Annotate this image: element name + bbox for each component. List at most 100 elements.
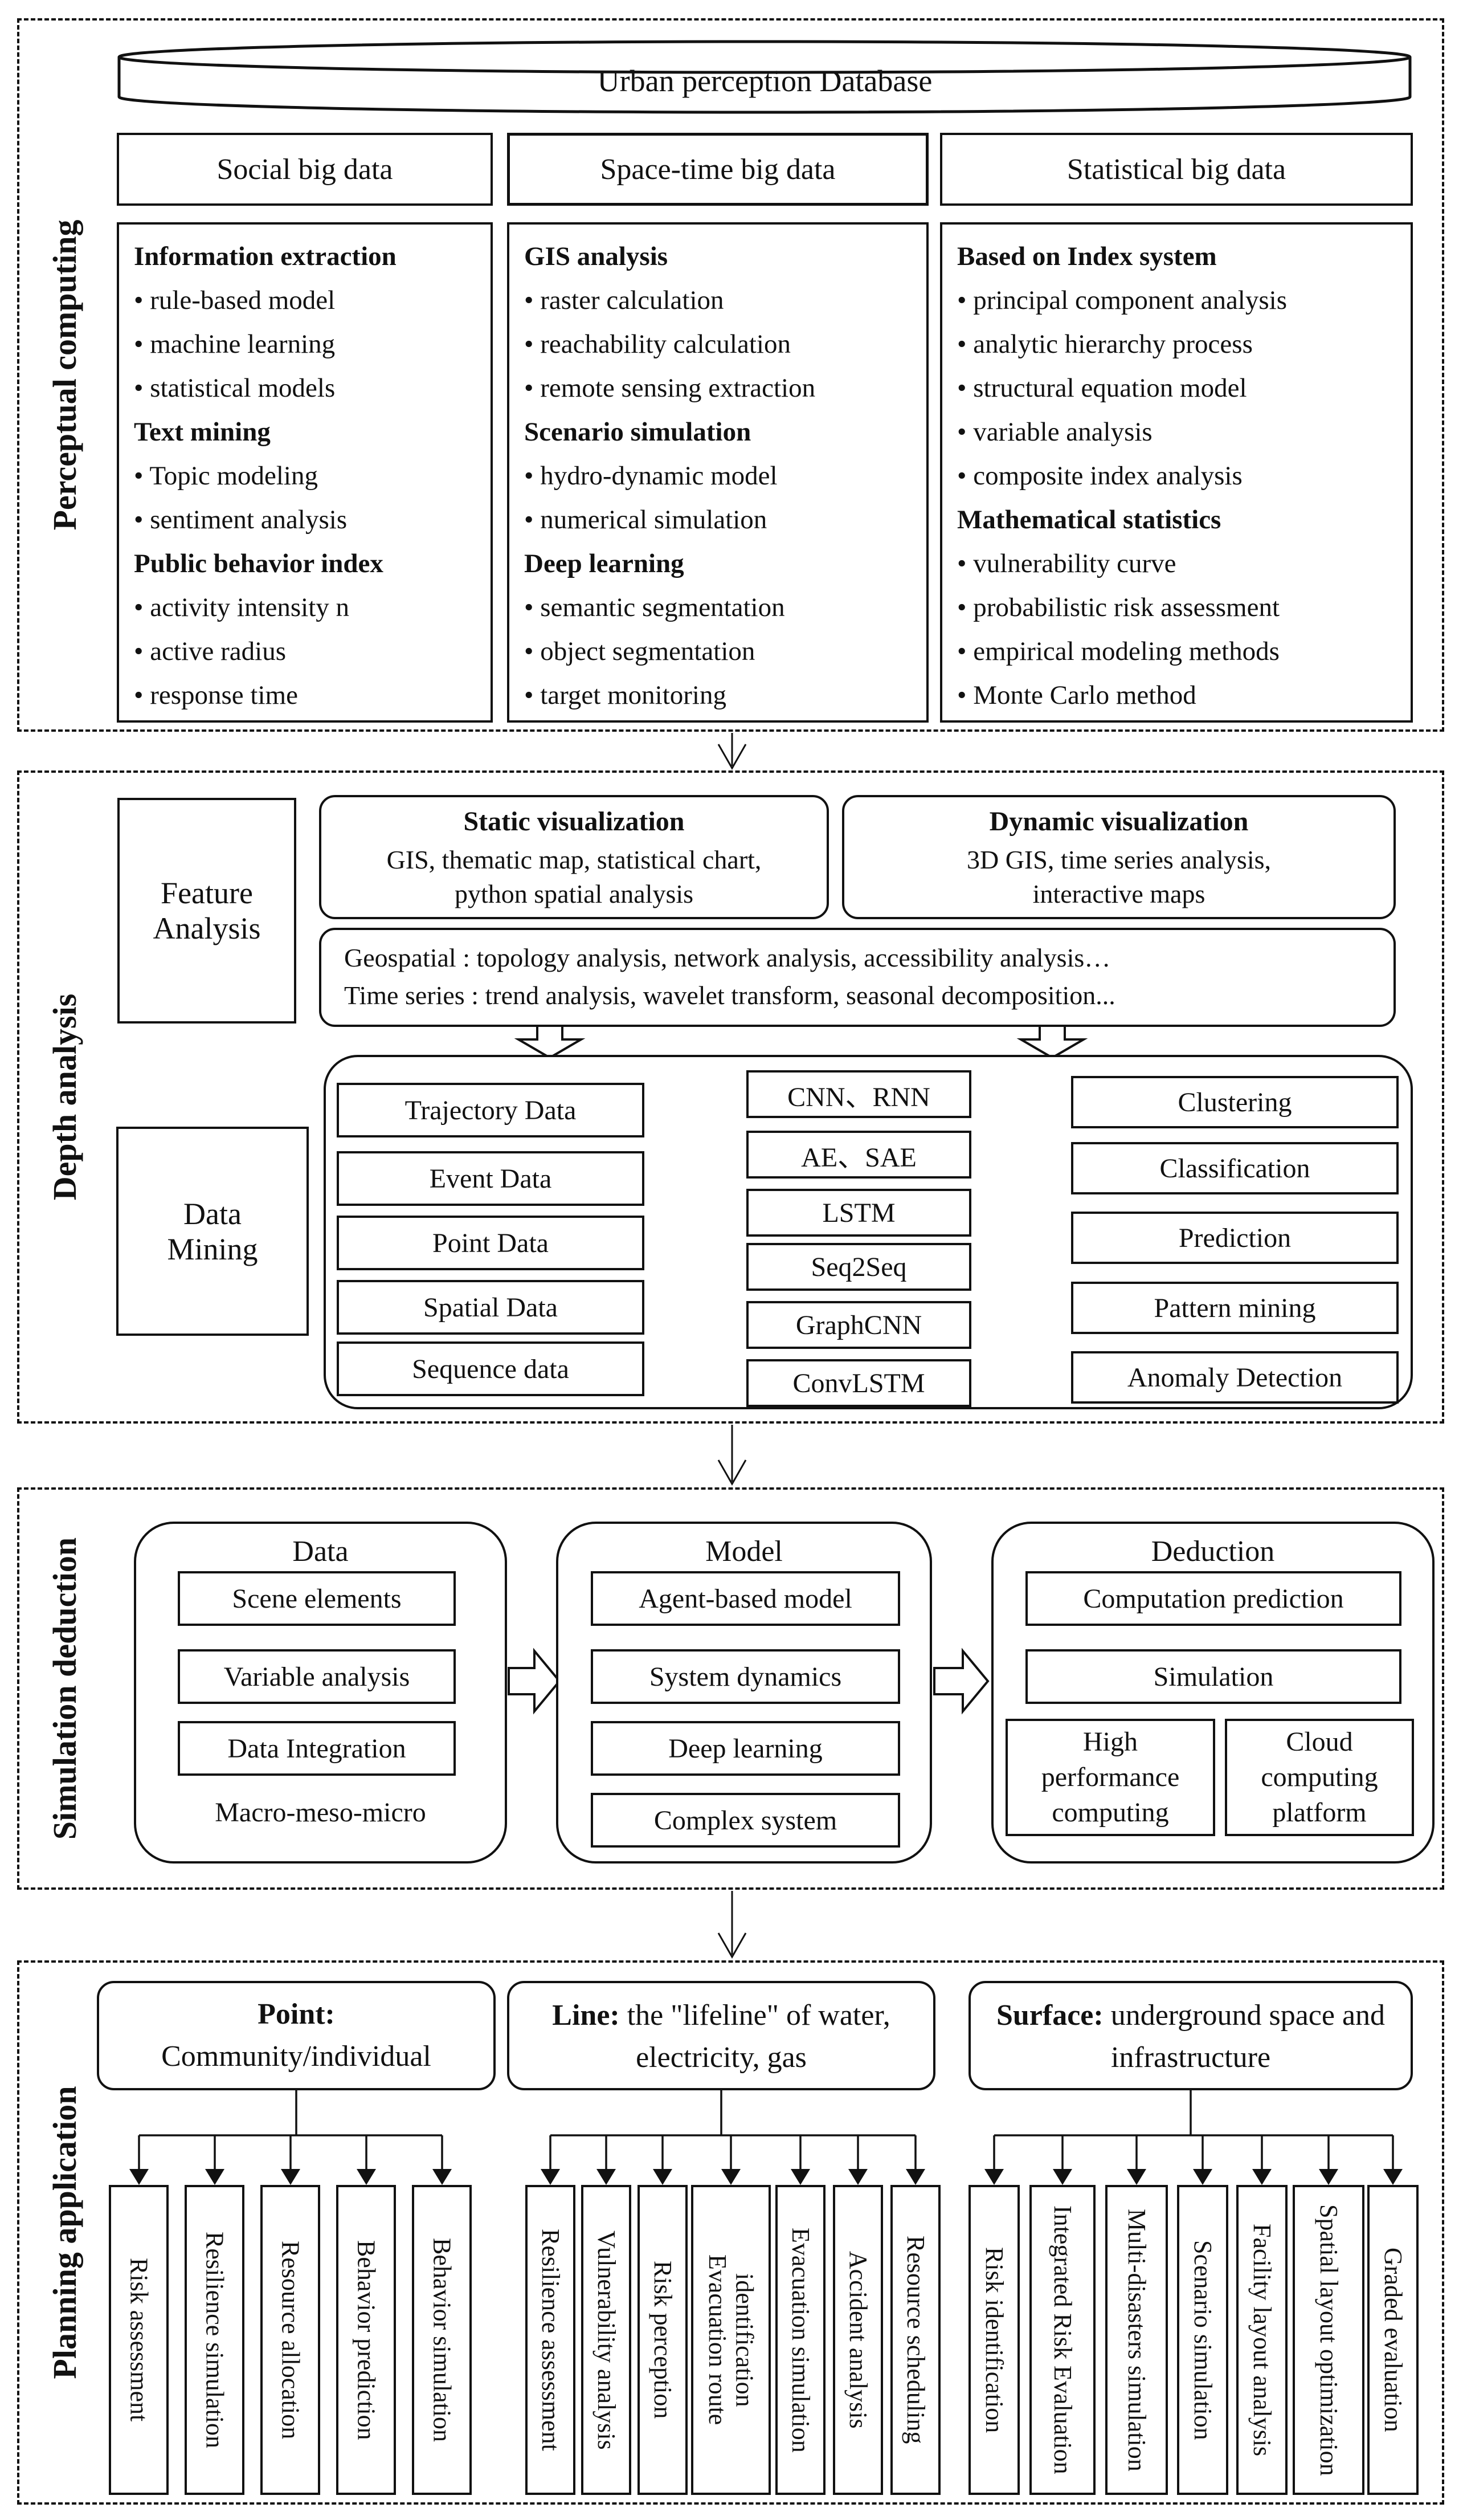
social-big-data-list: Information extraction • rule-based mode… [119, 225, 491, 717]
list-heading: Scenario simulation [524, 417, 751, 447]
model-item-system-dynamics: System dynamics [591, 1649, 900, 1704]
list-item: • numerical simulation [524, 505, 767, 535]
list-heading: Public behavior index [134, 549, 383, 578]
deduction-item-computation-prediction: Computation prediction [1025, 1571, 1401, 1626]
data-item-scene-elements: Scene elements [178, 1571, 456, 1626]
section-label-depth-analysis: Depth analysis [46, 993, 83, 1201]
list-item: • raster calculation [524, 286, 724, 315]
list-item: • active radius [134, 637, 287, 666]
planning-item: Resilience simulation [185, 2185, 244, 2495]
data-type-sequence: Sequence data [337, 1341, 644, 1396]
header-statistical-big-data: Statistical big data [940, 133, 1413, 206]
model-graphcnn: GraphCNN [746, 1301, 971, 1349]
flow-arrow-1-icon [717, 733, 747, 770]
planning-item: Resource allocation [260, 2185, 320, 2495]
planning-item: Behavior prediction [336, 2185, 396, 2495]
data-type-trajectory: Trajectory Data [337, 1083, 644, 1137]
planning-header-point-bold: Point: [258, 1998, 335, 2030]
task-prediction: Prediction [1071, 1212, 1399, 1264]
deduction-panel-title: Deduction [1151, 1535, 1275, 1568]
list-heading: Based on Index system [957, 242, 1217, 271]
list-item: • empirical modeling methods [957, 637, 1280, 666]
list-heading: Mathematical statistics [957, 505, 1221, 535]
planning-item: Evacuation route identification [691, 2185, 771, 2495]
planning-header-surface-bold: Surface: [996, 1999, 1104, 2032]
list-item: • statistical models [134, 373, 336, 403]
model-lstm: LSTM [746, 1189, 971, 1237]
database-label: Urban perception Database [597, 64, 933, 98]
right-arrow-1-icon [508, 1648, 561, 1715]
static-visualization-box: Static visualization GIS, thematic map, … [319, 795, 829, 919]
planning-item: Multi-disasters simulation [1105, 2185, 1168, 2495]
section-simulation-deduction [17, 1487, 1444, 1890]
task-classification: Classification [1071, 1142, 1399, 1194]
section-label-perceptual-computing: Perceptual computing [46, 219, 83, 531]
timeseries-line: Time series : trend analysis, wavelet tr… [344, 981, 1115, 1010]
list-heading: GIS analysis [524, 242, 668, 271]
list-heading: Deep learning [524, 549, 684, 578]
list-item: • analytic hierarchy process [957, 329, 1253, 359]
planning-item: Resource scheduling [890, 2185, 941, 2495]
geospatial-line: Geospatial : topology analysis, network … [344, 943, 1111, 972]
planning-item: Vulnerability analysis [581, 2185, 631, 2495]
planning-header-surface: Surface: underground space and infrastru… [968, 1981, 1413, 2090]
dynamic-visualization-box: Dynamic visualization 3D GIS, time serie… [842, 795, 1396, 919]
list-item: • object segmentation [524, 637, 755, 666]
data-panel-title: Data [292, 1535, 349, 1568]
list-item: • variable analysis [957, 417, 1153, 447]
data-mining-label-box: Data Mining [116, 1127, 309, 1336]
planning-header-surface-rest: underground space and infrastructure [1103, 1999, 1386, 2074]
list-item: • machine learning [134, 329, 336, 359]
list-item: • Topic modeling [134, 461, 318, 491]
model-ae-sae: AE、SAE [746, 1131, 971, 1179]
model-item-deep-learning: Deep learning [591, 1721, 900, 1776]
list-item: • composite index analysis [957, 461, 1243, 491]
database-cylinder-icon [117, 40, 1412, 114]
planning-header-line-rest: the "lifeline" of water, electricity, ga… [619, 1999, 890, 2074]
planning-item: Scenario simulation [1177, 2185, 1228, 2495]
list-item: • probabilistic risk assessment [957, 593, 1280, 622]
list-item: • response time [134, 680, 298, 710]
list-item: • structural equation model [957, 373, 1247, 403]
header-social-big-data: Social big data [117, 133, 493, 206]
list-item: • principal component analysis [957, 286, 1288, 315]
section-label-simulation-deduction: Simulation deduction [46, 1537, 83, 1840]
down-arrow-right-icon [1016, 1025, 1088, 1059]
planning-item: Accident analysis [833, 2185, 883, 2495]
list-item: • Monte Carlo method [957, 680, 1196, 710]
statistical-big-data-panel: Based on Index system • principal compon… [940, 222, 1413, 723]
space-time-big-data-panel: GIS analysis • raster calculation • reac… [507, 222, 929, 723]
planning-item: Facility layout analysis [1236, 2185, 1288, 2495]
static-visualization-title: Static visualization [463, 806, 685, 837]
down-arrow-left-icon [514, 1025, 586, 1059]
data-panel-footer: Macro-meso-micro [215, 1797, 426, 1828]
planning-item: Risk perception [637, 2185, 688, 2495]
deduction-item-simulation: Simulation [1025, 1649, 1401, 1704]
data-type-point: Point Data [337, 1216, 644, 1270]
model-convlstm: ConvLSTM [746, 1359, 971, 1407]
header-space-time-big-data: Space-time big data [507, 133, 929, 206]
list-item: • target monitoring [524, 680, 726, 710]
deduction-sub-high-performance-computing: High performance computing [1006, 1719, 1215, 1836]
dynamic-visualization-body: 3D GIS, time series analysis, interactiv… [966, 845, 1272, 908]
flow-arrow-2-icon [717, 1425, 747, 1486]
feature-analysis-box: Feature Analysis [117, 798, 296, 1024]
data-type-event: Event Data [337, 1151, 644, 1206]
list-item: • vulnerability curve [957, 549, 1176, 578]
flow-arrow-3-icon [717, 1891, 747, 1959]
section-perceptual-computing [17, 18, 1444, 732]
planning-item: Risk identification [968, 2185, 1020, 2495]
data-item-variable-analysis: Variable analysis [178, 1649, 456, 1704]
planning-item: Evacuation simulation [775, 2185, 826, 2495]
section-depth-analysis [17, 770, 1444, 1424]
model-item-complex-system: Complex system [591, 1793, 900, 1848]
statistical-big-data-list: Based on Index system • principal compon… [942, 225, 1411, 717]
list-item: • semantic segmentation [524, 593, 785, 622]
list-item: • hydro-dynamic model [524, 461, 778, 491]
list-item: • remote sensing extraction [524, 373, 816, 403]
task-pattern-mining: Pattern mining [1071, 1282, 1399, 1334]
task-anomaly-detection: Anomaly Detection [1071, 1351, 1399, 1404]
list-heading: Text mining [134, 417, 271, 447]
list-heading: Information extraction [134, 242, 397, 271]
